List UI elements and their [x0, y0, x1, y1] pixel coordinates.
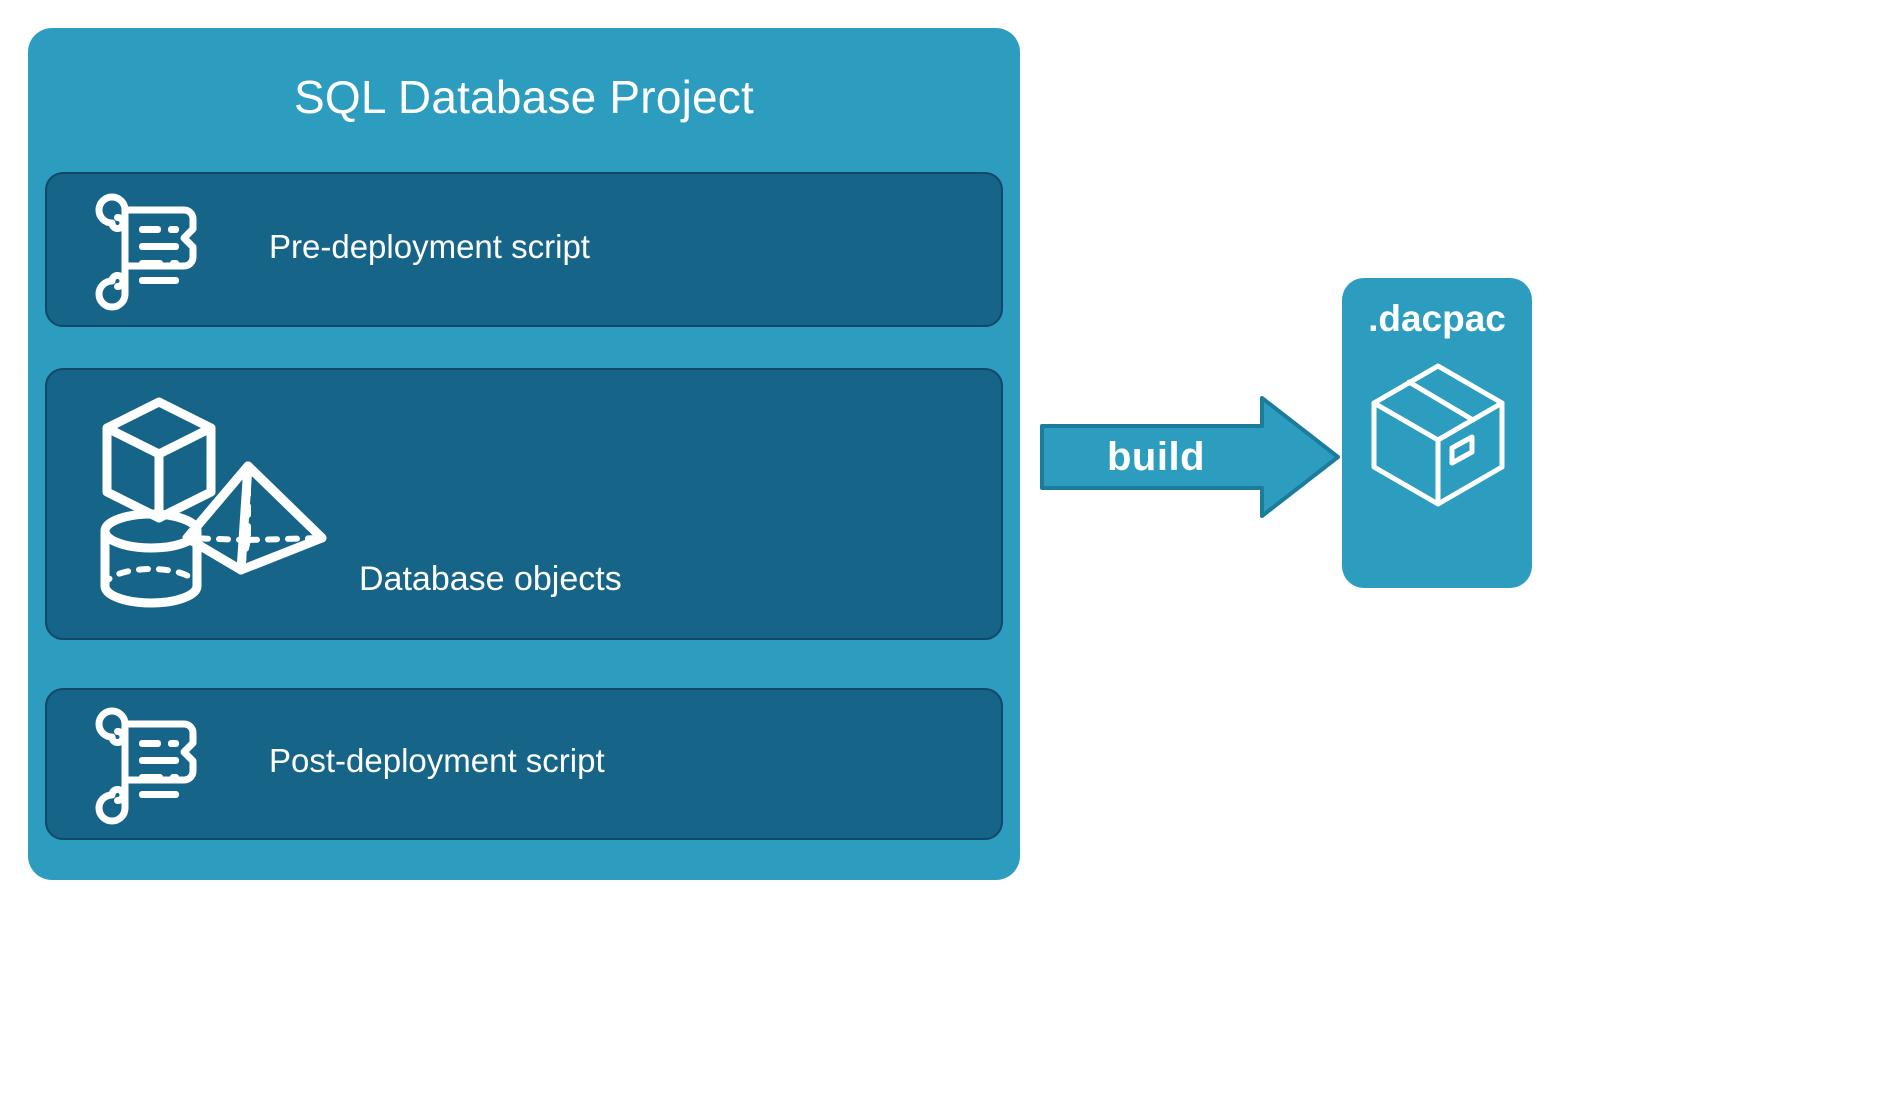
- scroll-icon: [92, 193, 214, 311]
- card-label-post-deployment: Post-deployment script: [269, 742, 605, 779]
- cylinder-icon: [100, 509, 202, 608]
- card-pre-deployment-script[interactable]: Pre-deployment script: [45, 172, 1003, 327]
- scroll-icon: [92, 707, 214, 825]
- card-post-deployment-script[interactable]: Post-deployment script: [45, 688, 1003, 840]
- arrow-right-icon: [1040, 396, 1340, 518]
- sql-database-project-panel: SQL Database Project: [28, 28, 1020, 880]
- cube-icon: [102, 397, 216, 523]
- card-label-line1: Database objects: [359, 559, 622, 598]
- dacpac-output-box[interactable]: .dacpac: [1342, 278, 1532, 588]
- card-database-objects[interactable]: Database objects (tables, stored procs, …: [45, 368, 1003, 742]
- dacpac-label: .dacpac: [1368, 298, 1506, 339]
- database-objects-icon-group: [73, 390, 343, 630]
- card-label-pre-deployment: Pre-deployment script: [269, 228, 590, 265]
- package-box-icon: [1368, 360, 1508, 510]
- build-arrow: build: [1040, 396, 1340, 518]
- page-title: SQL Database Project: [294, 71, 754, 123]
